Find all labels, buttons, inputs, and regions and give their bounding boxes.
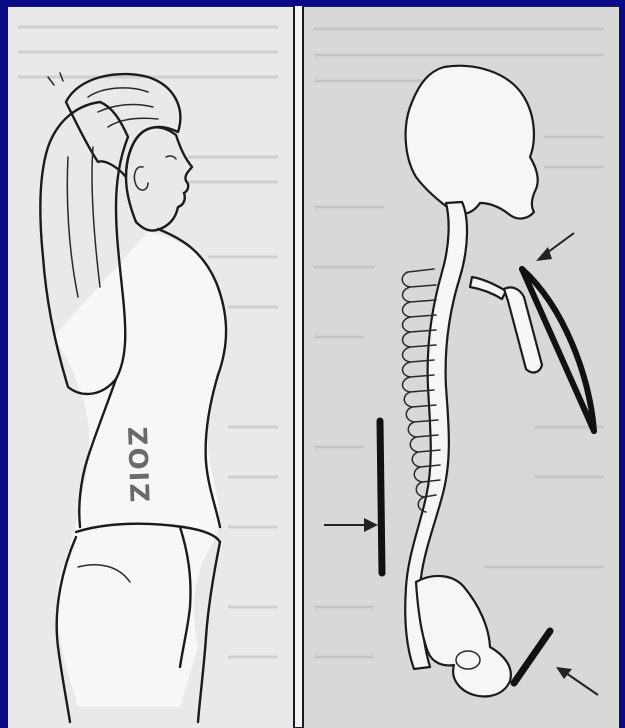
skeleton-illustration-panel — [304, 6, 619, 728]
upper-arrow — [536, 233, 574, 261]
posture-illustration-panel: ZOIZ — [8, 6, 293, 728]
middle-arrow — [324, 518, 378, 532]
spine-side-view-drawing — [304, 7, 619, 728]
clavicle — [470, 277, 506, 299]
lower-pressure-bar — [514, 631, 550, 683]
hair-strands — [88, 88, 158, 127]
leg-outline — [198, 542, 220, 722]
middle-pressure-bar — [380, 421, 382, 573]
shirt-print: ZOIZ — [121, 426, 154, 504]
skull — [406, 66, 538, 219]
face-profile — [126, 127, 192, 230]
panel-divider — [293, 6, 304, 727]
arm-fold-line — [67, 147, 100, 297]
lower-arrow — [556, 667, 598, 695]
pelvis — [416, 576, 511, 696]
person-side-view-drawing: ZOIZ — [8, 7, 293, 728]
motion-marks — [48, 73, 63, 85]
eye — [166, 156, 176, 159]
ear — [134, 167, 148, 190]
